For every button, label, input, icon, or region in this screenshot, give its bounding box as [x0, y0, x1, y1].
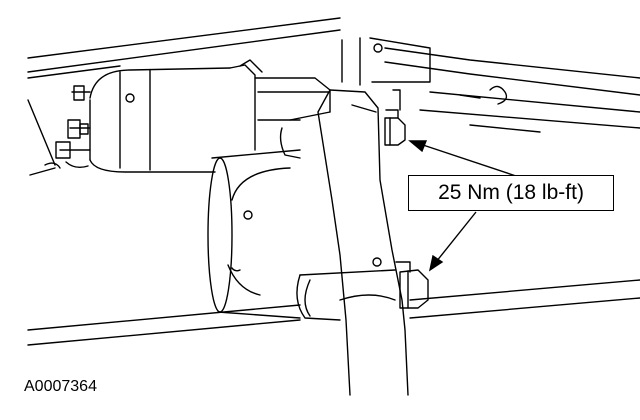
solenoid-housing: [89, 59, 331, 173]
callout-leaders: [408, 140, 523, 272]
lower-frame-rail: [27, 279, 640, 346]
left-edge-line: [27, 99, 56, 166]
terminal-studs: [44, 85, 91, 169]
nose-boss: [296, 269, 396, 321]
upper-mounting-bolt: [384, 89, 406, 146]
figure-id-label: A0007364: [24, 378, 97, 395]
arrow-head-lower: [428, 254, 444, 272]
lower-mounting-bolt: [395, 261, 429, 309]
leader-line-lower: [435, 211, 477, 263]
leader-line-upper: [419, 143, 523, 179]
wire-clip: [489, 85, 508, 105]
mounting-bracket: [279, 37, 431, 396]
arrow-head-upper: [408, 140, 428, 153]
starter-motor-body: [207, 149, 301, 319]
torque-specification-callout: 25 Nm (18 lb-ft): [408, 175, 614, 211]
